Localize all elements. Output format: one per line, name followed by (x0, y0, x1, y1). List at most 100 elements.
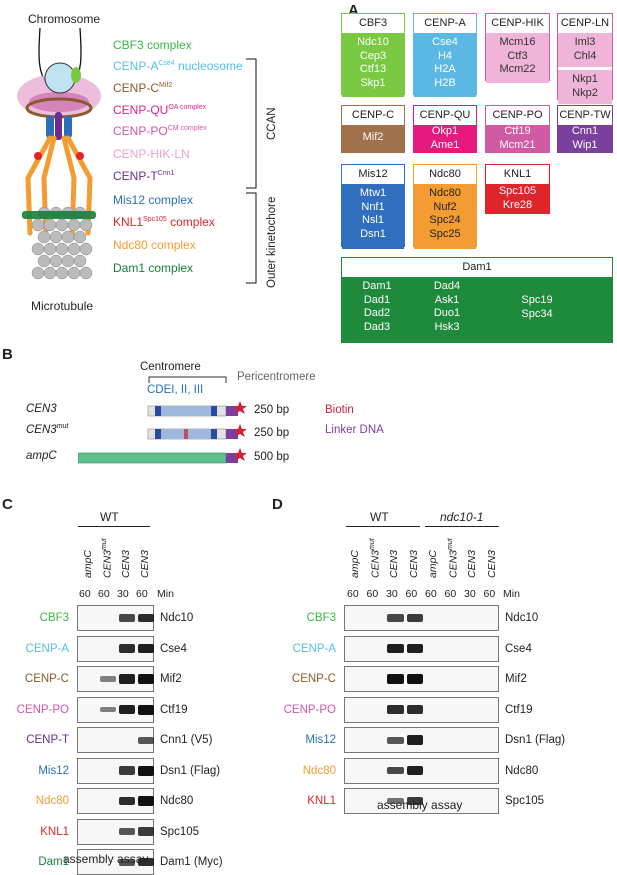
box-title: CENP-PO (486, 106, 549, 125)
centromere-label: Centromere (140, 361, 201, 373)
box-item: Dad2 (363, 307, 391, 319)
box-item: Ctf13 (359, 63, 387, 75)
box-title: CENP-HIK (486, 14, 549, 33)
blot-protein-label: Ndc80 (160, 795, 194, 807)
time-label: 60 (425, 588, 437, 600)
construct-cen3mut-label: CEN3mut (26, 423, 69, 436)
panel-a-label: A (348, 2, 359, 19)
blot-band (406, 796, 423, 806)
complex-item: KNL1Spc105 complex (113, 215, 215, 229)
panel-b-label: B (2, 346, 13, 363)
blot-band (100, 676, 116, 682)
blot-protein-label: Cse4 (505, 642, 532, 655)
blot-protein-label: Cnn1 (V5) (160, 734, 213, 746)
box-title: Dam1 (342, 258, 612, 277)
blot-band (406, 643, 423, 654)
lane-label: CEN3mut (446, 538, 460, 578)
panel-d-label: D (272, 496, 283, 513)
blot-band (387, 643, 404, 654)
lane-label: CEN3 (139, 549, 151, 578)
box-item: Mcm22 (499, 63, 536, 75)
box-item: Nkp2 (572, 86, 598, 99)
box-title: Mis12 (342, 165, 404, 184)
blot-row-label: Mis12 (38, 764, 69, 777)
blot-protein-label: Ndc80 (505, 764, 539, 777)
complex-item: CENP-POCM complex (113, 124, 207, 138)
construct-diagrams (78, 401, 247, 464)
box-item: Spc24 (429, 214, 461, 226)
complex-item: Mis12 complex (113, 193, 194, 207)
panel-d-wt-label: WT (370, 510, 389, 524)
blot-panel (77, 727, 154, 753)
box-item: Wip1 (572, 138, 598, 151)
time-label: 60 (347, 588, 359, 600)
panel-d-caption: assembly assay (377, 798, 463, 812)
blot-protein-label: Dsn1 (Flag) (160, 764, 221, 777)
box-item: Mcm16 (499, 36, 536, 48)
centromere-bracket (148, 376, 227, 383)
box-item: Ctf3 (507, 49, 528, 62)
blot-band (138, 674, 154, 684)
complex-item: Dam1 complex (113, 261, 194, 275)
blot-panel (77, 696, 154, 723)
box-item: Spc34 (521, 307, 553, 320)
blot-band (387, 614, 404, 622)
blot-panel (77, 666, 154, 692)
box-item: Okp1 (431, 125, 459, 137)
lane-label: CEN3 (120, 549, 132, 578)
blot-panel (344, 635, 499, 662)
construct-ampc-size: 500 bp (254, 451, 290, 463)
ccan-label: CCAN (266, 107, 278, 140)
blot-band (387, 705, 404, 714)
complex-item: CENP-CMif2 (113, 81, 173, 95)
box-item: Ndc10 (357, 36, 389, 48)
box-title: CBF3 (342, 14, 404, 33)
blot-row-label: Ndc80 (35, 795, 69, 807)
box-item: Nsl1 (361, 214, 384, 226)
box-item: Hsk3 (434, 320, 460, 333)
time-label: 30 (117, 588, 129, 600)
box-item: Dad3 (363, 320, 391, 333)
chromosome-label: Chromosome (28, 12, 101, 26)
box-title: KNL1 (486, 165, 549, 184)
construct-cen3-label: CEN3 (26, 403, 57, 415)
blot-row-label: CENP-A (25, 642, 69, 655)
box-item: Chl4 (573, 49, 597, 62)
box-item: Mcm21 (499, 138, 536, 151)
box-item: Iml3 (574, 36, 596, 48)
blot-band (119, 674, 135, 684)
box-item: Skp1 (360, 76, 386, 89)
box-item: Cnn1 (571, 125, 599, 137)
time-label: 60 (405, 588, 418, 600)
blot-panel (344, 666, 499, 692)
blot-band (138, 827, 154, 836)
blot-band (100, 706, 116, 713)
panel-c-label: C (2, 496, 13, 513)
blot-band (406, 765, 423, 776)
blot-panel (77, 605, 154, 631)
blot-protein-label: Spc105 (505, 795, 545, 807)
panel-c-wt-label: WT (100, 510, 119, 524)
blot-panel (77, 818, 154, 845)
complex-item: CENP-QUOA complex (113, 103, 207, 117)
blot-band (138, 643, 154, 654)
box-title: Ndc80 (414, 165, 476, 184)
panel-d-min-label: Min (503, 588, 520, 600)
blot-band (119, 828, 135, 835)
box-item: Mtw1 (359, 187, 387, 199)
time-label: 60 (136, 588, 148, 600)
blot-band (119, 644, 135, 653)
blot-panel (344, 605, 499, 631)
box-item: Nuf2 (433, 200, 457, 213)
panel-d-mut-label: ndc10-1 (440, 510, 484, 524)
blot-band (138, 857, 154, 867)
